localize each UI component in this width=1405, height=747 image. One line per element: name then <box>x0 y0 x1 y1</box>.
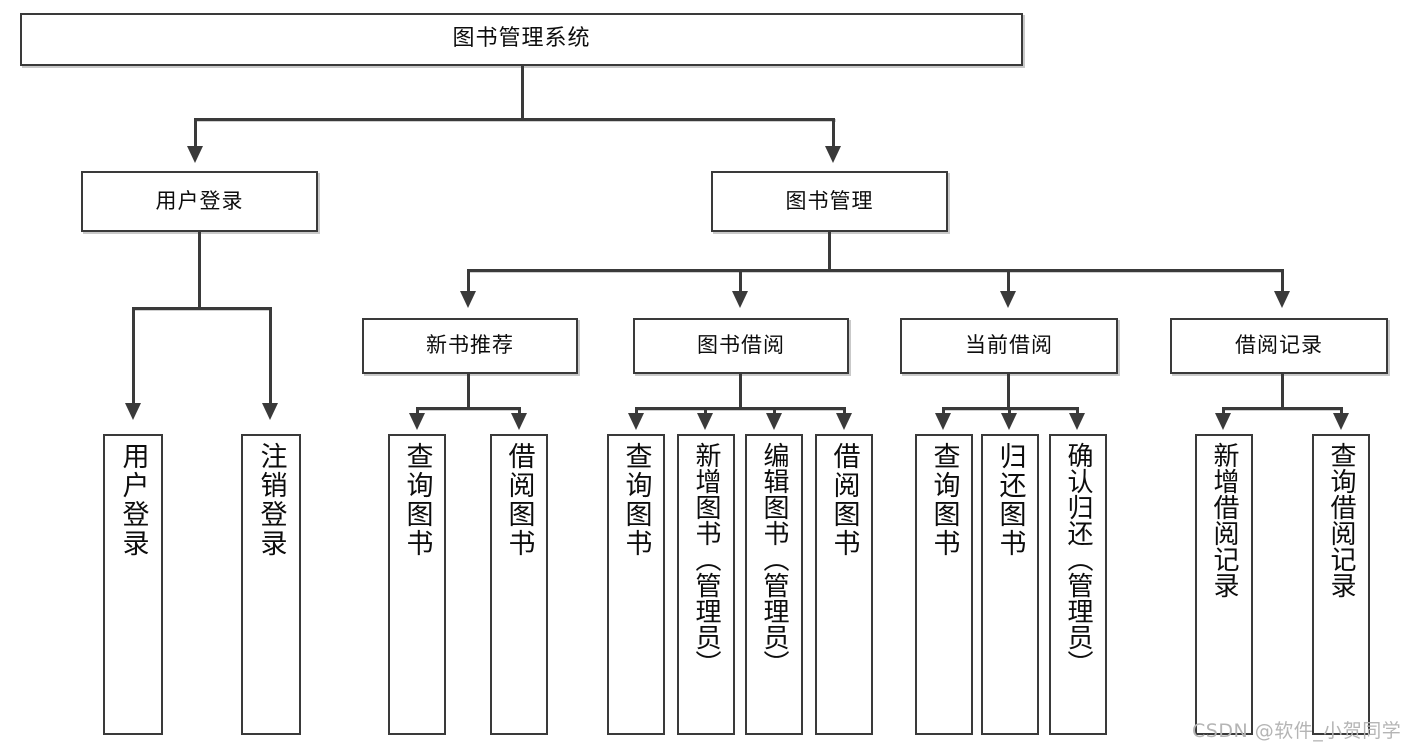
connector-bb-branch-3 <box>773 407 776 415</box>
arrow-bb-leaf-3 <box>766 413 782 430</box>
node-label: 用户登录 <box>117 442 149 558</box>
connector-bm-to-borrow-record <box>1281 269 1284 293</box>
connector-bm-to-new-book <box>467 269 470 293</box>
arrow-cb-leaf-1 <box>935 413 951 430</box>
arrow-new-book-leaf-2 <box>511 413 527 430</box>
arrow-bm-to-borrow-record <box>1274 291 1290 308</box>
node-label: 新书推荐 <box>426 333 514 358</box>
node-borrow-record[interactable]: 借阅记录 <box>1170 318 1388 374</box>
arrow-new-book-leaf-1 <box>409 413 425 430</box>
arrow-cb-leaf-2 <box>1001 413 1017 430</box>
connector-bb-branch-4 <box>843 407 846 415</box>
node-book-management[interactable]: 图书管理 <box>711 171 948 232</box>
arrow-bb-leaf-2 <box>697 413 713 430</box>
connector-new-book-bus <box>416 407 520 410</box>
arrow-user-login-leaf-2 <box>262 403 278 420</box>
node-root-book-management-system[interactable]: 图书管理系统 <box>20 13 1023 66</box>
leaf-user-login-1[interactable]: 用户登录 <box>103 434 163 735</box>
arrow-bm-to-current-borrow <box>1000 291 1016 308</box>
connector-user-login-branch-2 <box>269 307 272 405</box>
node-label: 查询借阅记录 <box>1326 442 1356 598</box>
connector-user-login-branch-1 <box>132 307 135 405</box>
node-label: 图书管理系统 <box>452 26 591 52</box>
node-label: 注销登录 <box>255 442 287 558</box>
arrow-cb-leaf-3 <box>1069 413 1085 430</box>
node-label: 编辑图书（管理员） <box>759 442 789 676</box>
leaf-user-login-2[interactable]: 注销登录 <box>241 434 301 735</box>
node-new-book-recommend[interactable]: 新书推荐 <box>362 318 578 374</box>
connector-root-to-book-management <box>832 118 835 148</box>
leaf-current-borrow-3[interactable]: 确认归还（管理员） <box>1049 434 1107 735</box>
arrow-bb-leaf-4 <box>836 413 852 430</box>
node-label: 新增借阅记录 <box>1209 442 1239 598</box>
connector-cb-branch-1 <box>942 407 945 415</box>
node-label: 新增图书（管理员） <box>691 442 721 676</box>
connector-new-book-stem <box>467 374 470 409</box>
arrow-br-leaf-1 <box>1215 413 1231 430</box>
connector-cb-branch-2 <box>1008 407 1011 415</box>
connector-book-borrow-bus <box>635 407 845 410</box>
connector-root-stem <box>521 66 524 119</box>
arrow-root-to-book-management <box>825 146 841 163</box>
node-label: 借阅图书 <box>503 442 535 558</box>
connector-br-branch-1 <box>1222 407 1225 415</box>
arrow-br-leaf-2 <box>1333 413 1349 430</box>
arrow-user-login-leaf-1 <box>125 403 141 420</box>
leaf-current-borrow-1[interactable]: 查询图书 <box>915 434 973 735</box>
leaf-borrow-record-2[interactable]: 查询借阅记录 <box>1312 434 1370 735</box>
connector-user-login-bus <box>132 307 269 310</box>
node-label: 确认归还（管理员） <box>1063 442 1093 676</box>
node-label: 查询图书 <box>928 442 960 558</box>
node-label: 借阅图书 <box>828 442 860 558</box>
node-label: 图书管理 <box>785 188 874 213</box>
connector-new-book-branch-2 <box>518 407 521 415</box>
connector-br-branch-2 <box>1340 407 1343 415</box>
node-book-borrow[interactable]: 图书借阅 <box>633 318 849 374</box>
connector-cb-branch-3 <box>1076 407 1079 415</box>
connector-borrow-record-bus <box>1222 407 1342 410</box>
leaf-new-book-2[interactable]: 借阅图书 <box>490 434 548 735</box>
arrow-bb-leaf-1 <box>628 413 644 430</box>
connector-bb-branch-2 <box>704 407 707 415</box>
connector-root-to-user-login <box>194 118 197 148</box>
node-user-login[interactable]: 用户登录 <box>81 171 318 232</box>
leaf-book-borrow-3[interactable]: 编辑图书（管理员） <box>745 434 803 735</box>
connector-user-login-stem <box>198 232 201 309</box>
connector-book-management-bus <box>467 269 1283 272</box>
connector-root-bus <box>194 118 835 121</box>
leaf-borrow-record-1[interactable]: 新增借阅记录 <box>1195 434 1253 735</box>
node-label: 查询图书 <box>620 442 652 558</box>
connector-bm-to-book-borrow <box>739 269 742 293</box>
node-label: 图书借阅 <box>697 333 785 358</box>
node-current-borrow[interactable]: 当前借阅 <box>900 318 1118 374</box>
connector-bb-branch-1 <box>635 407 638 415</box>
connector-new-book-branch-1 <box>416 407 419 415</box>
leaf-book-borrow-4[interactable]: 借阅图书 <box>815 434 873 735</box>
leaf-new-book-1[interactable]: 查询图书 <box>388 434 446 735</box>
connector-book-borrow-stem <box>739 374 742 409</box>
arrow-bm-to-book-borrow <box>732 291 748 308</box>
node-label: 用户登录 <box>155 188 244 213</box>
node-label: 归还图书 <box>994 442 1026 558</box>
connector-borrow-record-stem <box>1281 374 1284 409</box>
arrow-root-to-user-login <box>187 146 203 163</box>
node-label: 借阅记录 <box>1235 333 1323 358</box>
leaf-book-borrow-2[interactable]: 新增图书（管理员） <box>677 434 735 735</box>
node-label: 查询图书 <box>401 442 433 558</box>
connector-current-borrow-stem <box>1007 374 1010 409</box>
connector-bm-to-current-borrow <box>1007 269 1010 293</box>
leaf-book-borrow-1[interactable]: 查询图书 <box>607 434 665 735</box>
arrow-bm-to-new-book <box>460 291 476 308</box>
node-label: 当前借阅 <box>965 333 1053 358</box>
leaf-current-borrow-2[interactable]: 归还图书 <box>981 434 1039 735</box>
connector-book-management-stem <box>828 232 831 271</box>
